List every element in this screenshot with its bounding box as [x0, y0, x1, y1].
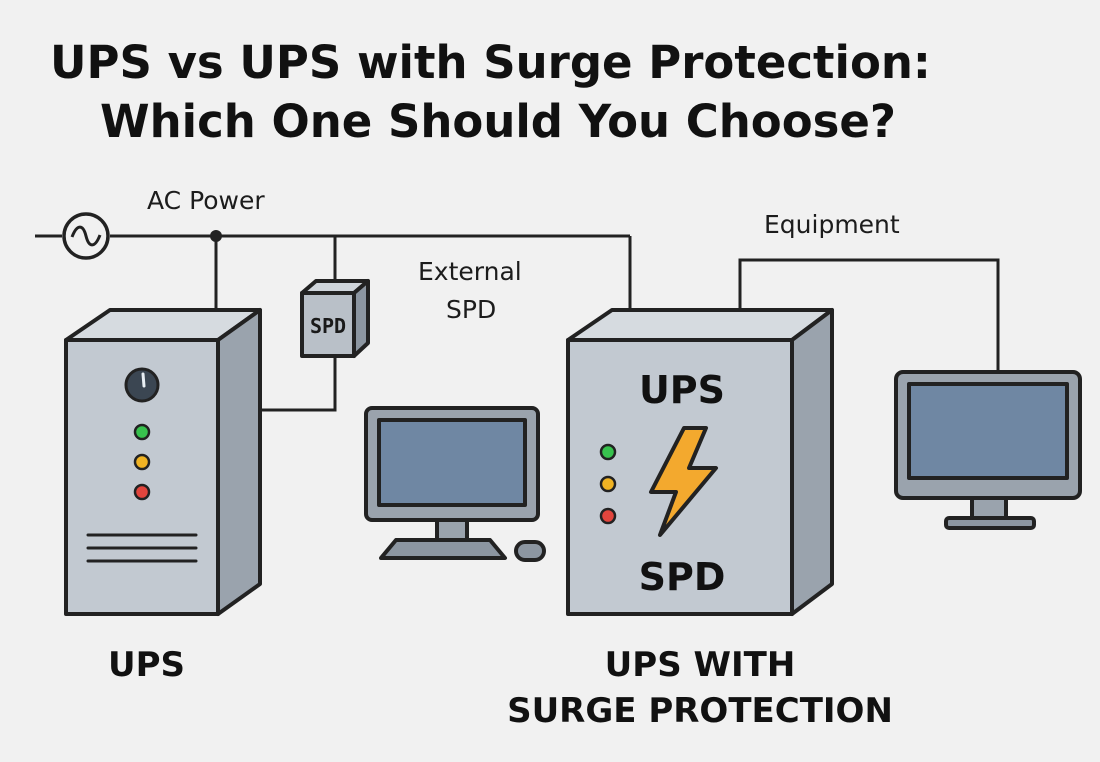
- ac-source-icon: [62, 212, 110, 260]
- status-led-yellow: [133, 453, 151, 471]
- status-led-red: [133, 483, 151, 501]
- mouse-icon: [514, 540, 546, 562]
- ac-power-label: AC Power: [147, 186, 265, 215]
- spd-box-label: SPD: [639, 555, 726, 599]
- monitor-icon: [364, 406, 540, 542]
- status-led-green: [133, 423, 151, 441]
- keyboard: [379, 538, 507, 560]
- external-spd-label-line-2: SPD: [446, 295, 496, 324]
- ups-box-label: UPS: [639, 368, 725, 412]
- equipment-wire: [738, 258, 1000, 372]
- status-led-yellow: [599, 475, 617, 493]
- gauge-icon: [124, 367, 160, 403]
- vent-lines: [86, 533, 198, 563]
- desktop-computer: [364, 406, 546, 562]
- ups-caption: UPS: [108, 645, 185, 685]
- ups-surge-caption-line-1: UPS WITH: [605, 645, 796, 685]
- status-led-green: [599, 443, 617, 461]
- status-led-red: [599, 507, 617, 525]
- power-wiring: [35, 234, 1000, 412]
- spd-to-ups-wire: [258, 355, 337, 412]
- ups-surge-box: UPS SPD: [566, 308, 834, 616]
- monitor-icon: [894, 370, 1082, 530]
- spd-module-label: SPD: [310, 314, 346, 338]
- title-line-1: UPS vs UPS with Surge Protection:: [50, 36, 931, 89]
- ups-tower: [64, 308, 262, 616]
- equipment-label: Equipment: [764, 210, 900, 239]
- title-line-2: Which One Should You Choose?: [100, 95, 896, 148]
- ups-surge-caption-line-2: SURGE PROTECTION: [507, 691, 893, 731]
- junction-dot: [210, 230, 222, 242]
- external-spd-module: SPD: [300, 279, 370, 358]
- external-spd-label-line-1: External: [418, 257, 522, 286]
- lightning-bolt-icon: [649, 426, 718, 537]
